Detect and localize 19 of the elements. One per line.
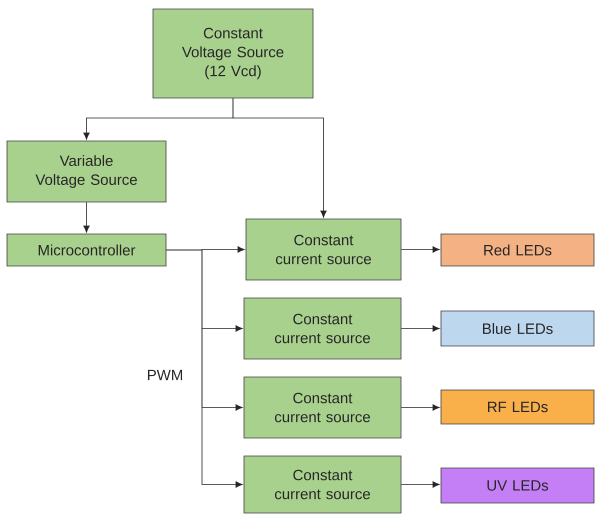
process-box: Constant current source: [246, 218, 402, 280]
led-box: Red LEDs: [440, 234, 594, 266]
process-box: Constant current source: [244, 298, 402, 360]
arrow: [401, 325, 440, 332]
process-box: Microcontroller: [6, 234, 166, 266]
arrow: [232, 98, 327, 218]
led-box: RF LEDs: [440, 390, 594, 424]
arrow: [166, 250, 243, 488]
process-box: Constant current source: [244, 376, 402, 438]
arrow: [83, 202, 90, 233]
led-box: UV LEDs: [440, 468, 594, 504]
process-box: Constant current source: [244, 456, 402, 514]
pwm-label: PWM: [148, 370, 182, 380]
arrow: [401, 404, 440, 411]
arrow: [401, 246, 440, 253]
led-box: Blue LEDs: [440, 310, 594, 346]
process-box: Constant Voltage Source (12 Vcd): [152, 8, 314, 98]
process-box: Variable Voltage Source: [6, 140, 166, 202]
arrow: [401, 481, 440, 488]
